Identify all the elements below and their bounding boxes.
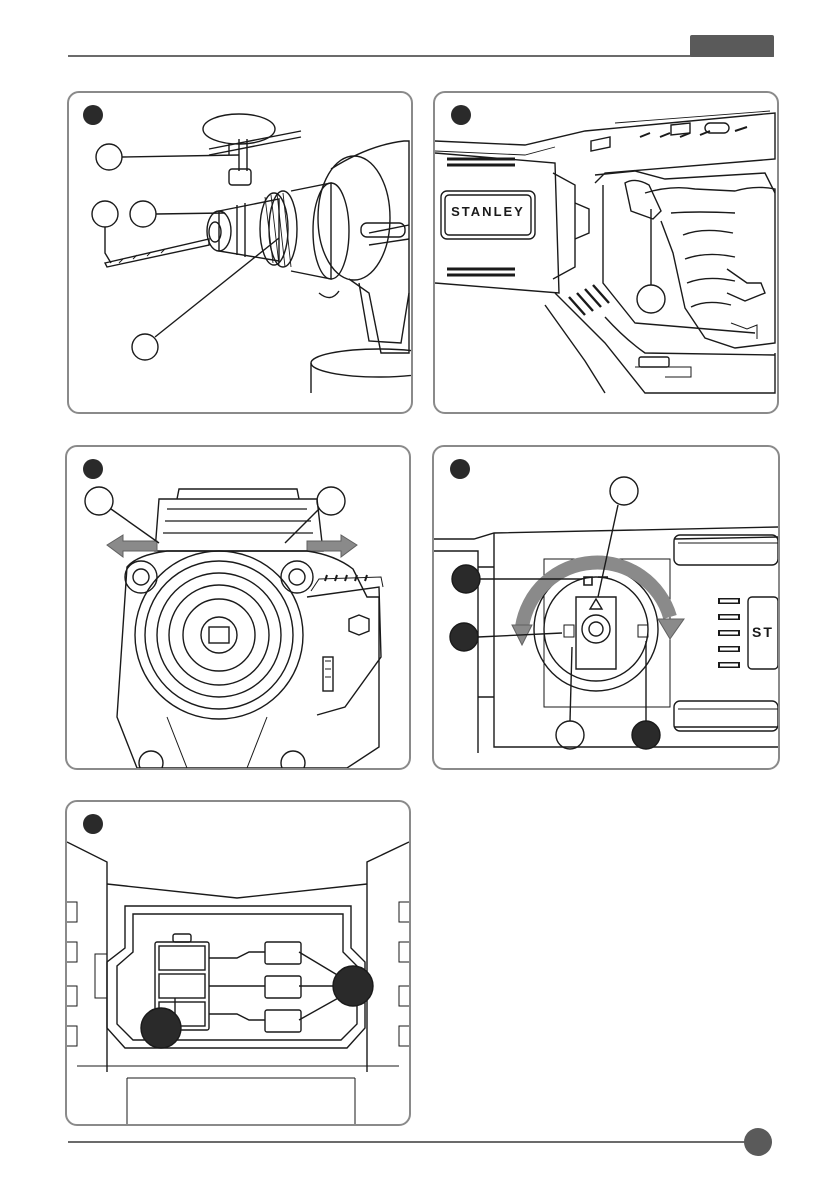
figure-marker-a (83, 105, 103, 125)
figure-panel-c (65, 445, 411, 770)
page-number-badge (744, 1128, 772, 1156)
figure-marker-d (450, 459, 470, 479)
battery-indicator-illustration (67, 802, 409, 1124)
figure-panel-e (65, 800, 411, 1126)
section-tab (690, 35, 774, 57)
brand-logo-partial-text: ST (752, 624, 774, 640)
clamp-illustration (67, 447, 409, 768)
figure-panel-d: ST (432, 445, 780, 770)
figure-panel-a (67, 91, 413, 414)
figure-marker-c (83, 459, 103, 479)
header-rule (68, 55, 774, 57)
brand-logo: STANLEY (447, 200, 529, 224)
figure-marker-b (451, 105, 471, 125)
chuck-illustration (69, 93, 411, 412)
brand-logo-text: STANLEY (451, 204, 525, 219)
trigger-illustration (435, 93, 777, 412)
footer-rule (68, 1141, 756, 1143)
brand-logo-partial: ST (752, 621, 780, 643)
figure-panel-b: STANLEY (433, 91, 779, 414)
figure-marker-e (83, 814, 103, 834)
mode-selector-illustration (434, 447, 778, 768)
